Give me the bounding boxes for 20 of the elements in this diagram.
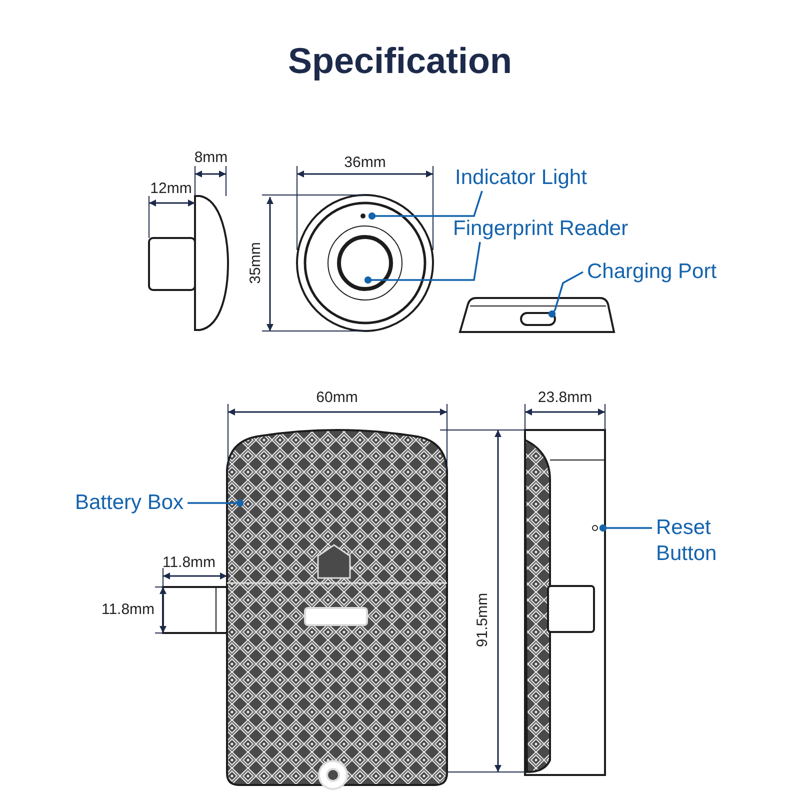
title: Specification <box>288 40 512 81</box>
leader-line <box>364 242 481 284</box>
dimension-label: 12mm <box>150 180 192 198</box>
dimension-label: 60mm <box>316 389 358 407</box>
dimension-label: 11.8mm <box>101 601 155 619</box>
callout-label: Indicator Light <box>455 165 587 191</box>
callout-label: Fingerprint Reader <box>453 216 628 242</box>
dimension-label: 11.8mm <box>162 554 216 572</box>
callout-label: Battery Box <box>75 490 184 516</box>
callout-label: Reset Button <box>656 515 736 567</box>
dimension-label: 23.8mm <box>538 389 592 407</box>
leader-line <box>599 524 652 532</box>
dimension-label: 35mm <box>247 242 265 284</box>
dimension-label: 36mm <box>344 154 386 172</box>
dimension-label: 8mm <box>194 149 228 167</box>
leader-line <box>548 271 584 318</box>
dimension-label: 91.5mm <box>474 592 492 648</box>
leader-line <box>368 190 483 220</box>
leader-line <box>188 499 244 507</box>
callout-label: Charging Port <box>587 259 717 285</box>
